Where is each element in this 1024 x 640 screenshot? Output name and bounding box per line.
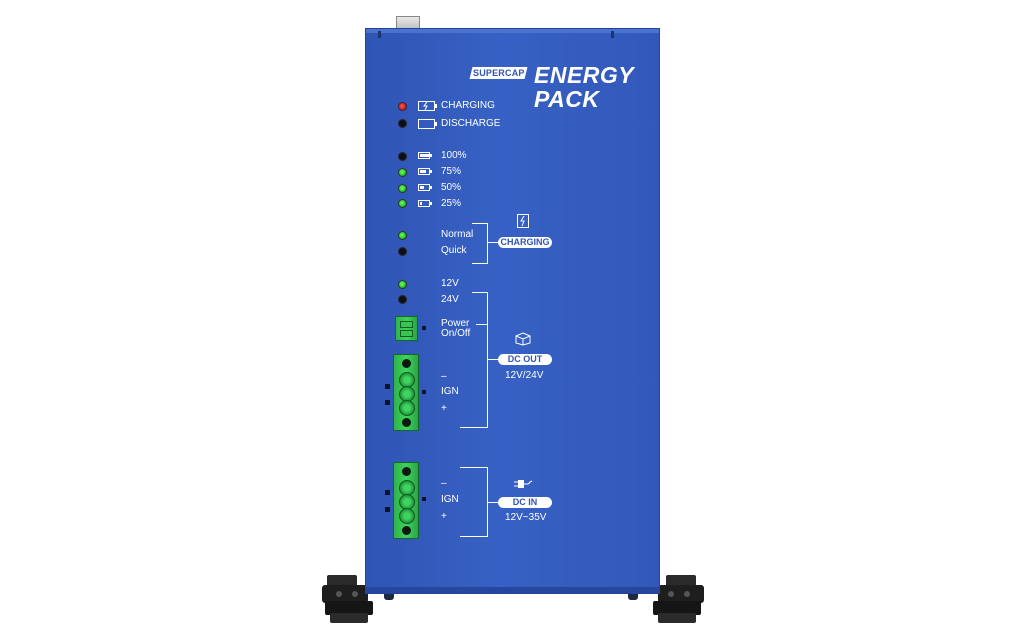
product-title: ENERGY PACK — [534, 62, 635, 112]
dc-out-ign-label: IGN — [441, 386, 459, 397]
level-100-led — [398, 152, 407, 161]
level-75-label: 75% — [441, 166, 462, 177]
24v-label: 24V — [441, 294, 459, 305]
power-label: Power — [441, 318, 470, 329]
dc-in-range: 12V~35V — [505, 512, 547, 523]
dc-out-range: 12V/24V — [505, 370, 544, 381]
dc-in-plus-label: + — [441, 511, 447, 522]
battery-charging-icon — [418, 101, 437, 111]
supercap-badge: SUPERCAP — [469, 67, 528, 79]
box-icon — [515, 332, 531, 346]
charging-bolt-icon — [517, 214, 529, 228]
24v-led — [398, 295, 407, 304]
power-onoff-label: On/Off — [441, 328, 471, 339]
level-25-label: 25% — [441, 198, 462, 209]
battery-25-icon — [418, 200, 432, 207]
quick-mode-label: Quick — [441, 245, 467, 256]
left-mounting-foot — [322, 575, 377, 625]
level-25-led — [398, 199, 407, 208]
dc-out-terminal-block[interactable] — [393, 354, 419, 431]
dc-in-terminal-block[interactable] — [393, 462, 419, 539]
normal-mode-led — [398, 231, 407, 240]
level-100-label: 100% — [441, 150, 467, 161]
battery-discharge-icon — [418, 119, 437, 129]
battery-full-icon — [418, 152, 432, 159]
level-75-led — [398, 168, 407, 177]
plug-icon — [514, 480, 533, 488]
dc-out-minus-label: – — [441, 371, 447, 382]
discharge-label: DISCHARGE — [441, 118, 501, 129]
level-50-led — [398, 184, 407, 193]
power-switch-connector[interactable] — [395, 316, 418, 341]
discharge-led — [398, 119, 407, 128]
battery-75-icon — [418, 168, 432, 175]
charging-pill: CHARGING — [498, 237, 552, 248]
normal-mode-label: Normal — [441, 229, 474, 240]
dc-out-pill: DC OUT — [498, 354, 552, 365]
12v-label: 12V — [441, 278, 459, 289]
right-mounting-foot — [650, 575, 705, 625]
battery-50-icon — [418, 184, 432, 191]
dc-in-pill: DC IN — [498, 497, 552, 508]
charging-led — [398, 102, 407, 111]
level-50-label: 50% — [441, 182, 462, 193]
quick-mode-led — [398, 247, 407, 256]
dc-out-plus-label: + — [441, 403, 447, 414]
dc-in-minus-label: – — [441, 478, 447, 489]
12v-led — [398, 280, 407, 289]
top-connector — [396, 16, 420, 31]
dc-in-ign-label: IGN — [441, 494, 459, 505]
charging-label: CHARGING — [441, 100, 495, 111]
